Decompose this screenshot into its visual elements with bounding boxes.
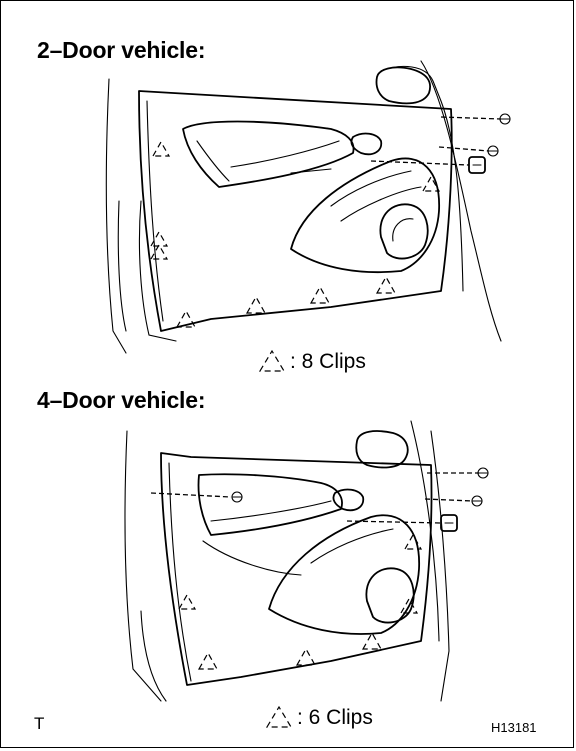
clip-markers-2-door: [149, 140, 441, 328]
section-title-2-door: 2–Door vehicle:: [37, 37, 206, 63]
clip-count-label-4-door: : 6 Clips: [297, 706, 373, 729]
clip-count-legend-4-door: : 6 Clips: [263, 705, 373, 731]
figure-code: H13181: [491, 720, 537, 735]
dotted-triangle-icon: [258, 349, 286, 372]
clip-count-legend-2-door: : 8 Clips: [256, 349, 366, 375]
dotted-triangle-icon: [265, 705, 293, 728]
corner-mark: T: [34, 714, 45, 733]
clip-markers-4-door: [177, 533, 423, 670]
screw-icon: [150, 467, 489, 532]
section-title-4-door: 4–Door vehicle:: [37, 387, 206, 413]
clip-count-label-2-door: : 8 Clips: [290, 350, 366, 373]
screw-icon: [370, 113, 511, 174]
